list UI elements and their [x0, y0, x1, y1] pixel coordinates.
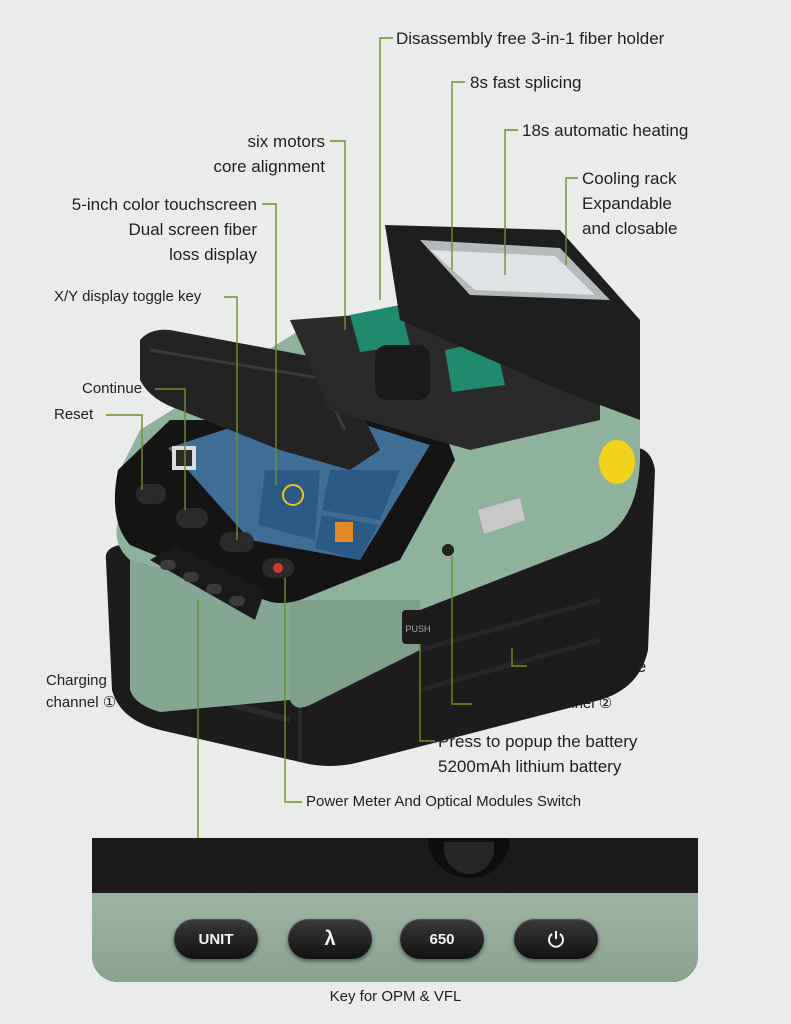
label-continue: Continue	[82, 380, 143, 397]
continue-button[interactable]	[176, 508, 208, 528]
label-fast-splicing: 8s fast splicing	[470, 73, 582, 92]
xy-toggle-button[interactable]	[220, 532, 254, 552]
label-reset: Reset	[54, 406, 94, 423]
caption: Key for OPM & VFL	[329, 988, 462, 1005]
reset-button[interactable]	[136, 484, 166, 504]
charging-port-2	[442, 544, 454, 556]
label-xy-toggle-key: X/Y display toggle key	[54, 288, 202, 305]
power-key[interactable]	[514, 919, 598, 959]
vfl-650-key[interactable]: 650	[400, 919, 484, 959]
label-protective-case: Protective case	[530, 657, 647, 676]
opm-vfl-key-panel	[92, 838, 698, 982]
label-automatic-heating: 18s automatic heating	[522, 121, 689, 140]
unit-key[interactable]: UNIT	[174, 919, 258, 959]
lambda-key[interactable]: λ	[288, 919, 372, 959]
label-fiber-holder: Disassembly free 3-in-1 fiber holder	[396, 29, 665, 48]
push-label: PUSH	[405, 624, 430, 634]
label-power-meter-switch: Power Meter And Optical Modules Switch	[306, 793, 582, 810]
lid-latch	[478, 498, 525, 534]
label-six-motors: six motors core alignment	[213, 132, 325, 176]
power-icon	[548, 931, 564, 948]
label-battery: Press to popup the battery 5200mAh lithi…	[438, 732, 638, 776]
vfl-port	[599, 440, 635, 484]
label-cooling-rack: Cooling rack Expandable and closable	[582, 169, 678, 238]
battery-push-button[interactable]	[402, 610, 434, 644]
label-charging-channel-1: Charging channel ①	[46, 672, 117, 711]
label-charging-channel-2: Charging channel ②	[477, 695, 613, 712]
fiber-holder-left	[350, 305, 410, 352]
leader-lines	[106, 37, 578, 840]
label-touchscreen: 5-inch color touchscreen Dual screen fib…	[71, 195, 257, 264]
